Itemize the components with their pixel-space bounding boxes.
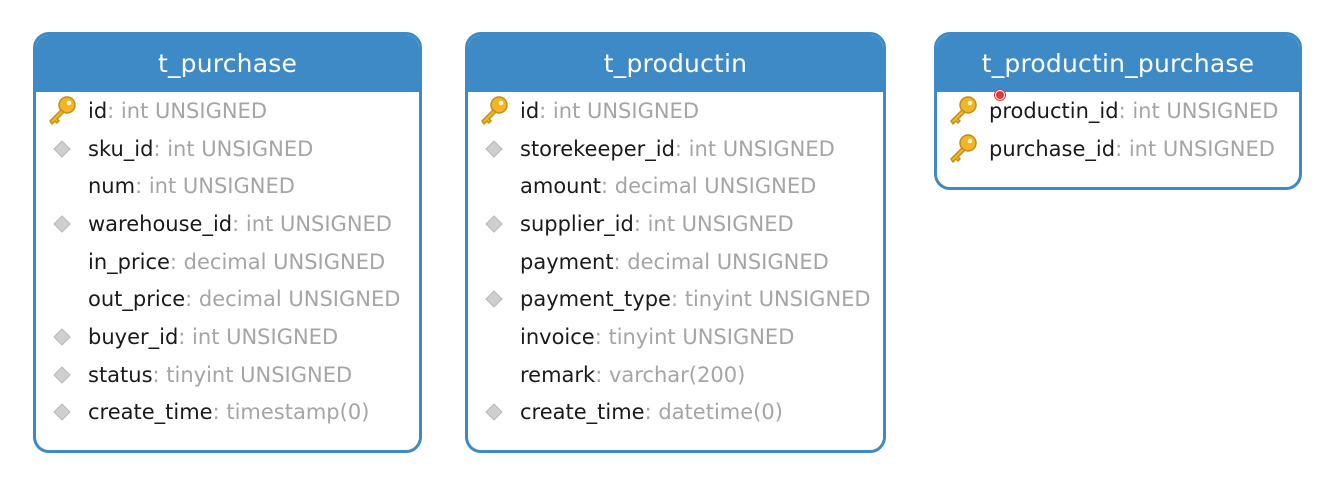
- field-name: out_price: [88, 287, 186, 312]
- field-type: : int UNSIGNED: [107, 98, 267, 123]
- field-type: : datetime(0): [644, 400, 783, 425]
- field-row[interactable]: amount: decimal UNSIGNED: [468, 167, 883, 205]
- field-type: : int UNSIGNED: [633, 211, 794, 236]
- table-title: t_purchase: [36, 35, 419, 92]
- diamond-icon: [468, 402, 520, 422]
- field-row[interactable]: purchase_id: int UNSIGNED: [937, 130, 1299, 168]
- field-name: id: [520, 98, 540, 123]
- field-type: : int UNSIGNED: [1118, 98, 1279, 123]
- field-type: : decimal UNSIGNED: [601, 174, 817, 199]
- field-type: : timestamp(0): [212, 400, 370, 425]
- field-row[interactable]: out_price: decimal UNSIGNED: [36, 280, 419, 318]
- table-title: t_productin: [468, 35, 883, 92]
- field-row[interactable]: storekeeper_id: int UNSIGNED: [468, 130, 883, 168]
- field-name: num: [88, 174, 136, 199]
- diamond-icon: [36, 365, 88, 385]
- field-name: buyer_id: [88, 324, 179, 349]
- field-row[interactable]: warehouse_id: int UNSIGNED: [36, 205, 419, 243]
- field-row[interactable]: in_price: decimal UNSIGNED: [36, 243, 419, 281]
- field-name: amount: [520, 174, 602, 199]
- diamond-icon: [36, 327, 88, 347]
- key-icon: [937, 94, 989, 128]
- table-t-productin-purchase[interactable]: t_productin_purchase productin_id: int U…: [934, 32, 1302, 190]
- field-name: id: [88, 98, 108, 123]
- field-type: : decimal UNSIGNED: [169, 249, 386, 274]
- diamond-icon: [468, 139, 520, 159]
- key-icon: [36, 94, 88, 128]
- diamond-icon: [468, 214, 520, 234]
- field-row[interactable]: num: int UNSIGNED: [36, 167, 419, 205]
- diamond-icon: [36, 139, 88, 159]
- field-type: : decimal UNSIGNED: [613, 249, 829, 274]
- field-row[interactable]: payment_type: tinyint UNSIGNED: [468, 280, 883, 318]
- field-name: in_price: [88, 249, 170, 274]
- field-row[interactable]: status: tinyint UNSIGNED: [36, 356, 419, 394]
- key-icon: [937, 132, 989, 166]
- diamond-icon: [468, 289, 520, 309]
- field-name: create_time: [520, 400, 645, 425]
- cursor-dot: [995, 90, 1005, 100]
- field-name: status: [88, 362, 153, 387]
- field-row[interactable]: supplier_id: int UNSIGNED: [468, 205, 883, 243]
- field-row[interactable]: payment: decimal UNSIGNED: [468, 243, 883, 281]
- field-name: storekeeper_id: [520, 136, 675, 161]
- table-title: t_productin_purchase: [937, 35, 1299, 92]
- diamond-icon: [36, 402, 88, 422]
- field-name: create_time: [88, 400, 213, 425]
- field-type: : varchar(200): [595, 362, 746, 387]
- field-type: : tinyint UNSIGNED: [670, 287, 871, 312]
- key-icon: [468, 94, 520, 128]
- field-type: : tinyint UNSIGNED: [152, 362, 353, 387]
- field-row[interactable]: productin_id: int UNSIGNED: [937, 92, 1299, 130]
- field-row[interactable]: id: int UNSIGNED: [468, 92, 883, 130]
- field-type: : int UNSIGNED: [153, 136, 314, 161]
- field-name: purchase_id: [989, 136, 1116, 161]
- field-row[interactable]: buyer_id: int UNSIGNED: [36, 318, 419, 356]
- field-name: invoice: [520, 324, 595, 349]
- field-name: payment_type: [520, 287, 671, 312]
- field-type: : tinyint UNSIGNED: [594, 324, 795, 349]
- diamond-icon: [36, 214, 88, 234]
- field-row[interactable]: invoice: tinyint UNSIGNED: [468, 318, 883, 356]
- field-row[interactable]: sku_id: int UNSIGNED: [36, 130, 419, 168]
- field-type: : decimal UNSIGNED: [185, 287, 401, 312]
- field-type: : int UNSIGNED: [1115, 136, 1275, 161]
- field-row[interactable]: create_time: timestamp(0): [36, 394, 419, 432]
- field-type: : int UNSIGNED: [232, 211, 392, 236]
- field-row[interactable]: remark: varchar(200): [468, 356, 883, 394]
- field-name: payment: [520, 249, 614, 274]
- field-name: warehouse_id: [88, 211, 233, 236]
- field-type: : int UNSIGNED: [178, 324, 339, 349]
- field-name: sku_id: [88, 136, 154, 161]
- field-name: supplier_id: [520, 211, 634, 236]
- field-name: remark: [520, 362, 596, 387]
- field-type: : int UNSIGNED: [135, 174, 295, 199]
- field-type: : int UNSIGNED: [539, 98, 699, 123]
- field-row[interactable]: create_time: datetime(0): [468, 394, 883, 432]
- field-name: productin_id: [989, 98, 1119, 123]
- field-row[interactable]: id: int UNSIGNED: [36, 92, 419, 130]
- field-type: : int UNSIGNED: [674, 136, 835, 161]
